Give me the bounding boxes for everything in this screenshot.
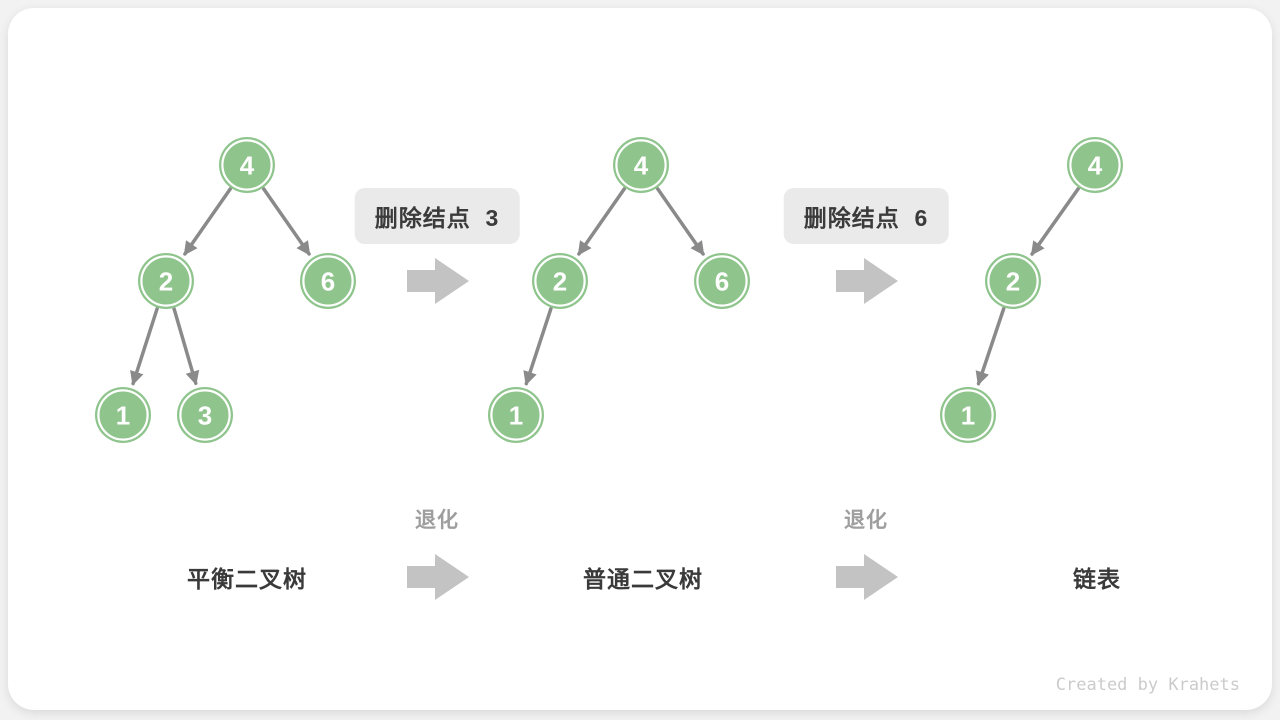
node-inner-ring	[97, 389, 149, 441]
linked-list-label: 链表	[1073, 566, 1121, 592]
tree-edge-arrow	[1030, 186, 1081, 256]
tree-node-6: 6	[694, 253, 750, 309]
diagram-card	[8, 8, 1272, 710]
tree-edge-arrow	[261, 187, 311, 256]
tree-edge-arrow	[655, 187, 705, 256]
tree-edge-arrow	[523, 306, 553, 386]
node-inner-ring	[179, 389, 231, 441]
tree-edge-arrow	[172, 307, 200, 386]
node-inner-ring	[615, 139, 667, 191]
node-inner-ring	[534, 255, 586, 307]
block-arrow-right-icon	[407, 554, 469, 600]
node-value: 2	[159, 266, 173, 296]
degenerate-label-2: 退化	[844, 509, 888, 532]
node-circle	[940, 387, 996, 443]
node-value: 6	[321, 266, 335, 296]
node-inner-ring	[490, 389, 542, 441]
tree-node-1: 1	[488, 387, 544, 443]
node-circle	[985, 253, 1041, 309]
node-inner-ring	[221, 139, 273, 191]
tree-edge-arrow	[577, 187, 627, 256]
node-value: 6	[715, 266, 729, 296]
tree-edge-arrow	[183, 187, 233, 256]
node-value: 4	[240, 150, 255, 180]
node-inner-ring	[302, 255, 354, 307]
block-arrow-right-icon	[836, 554, 898, 600]
tree-balanced-binary-tree: 4 2 6 1 3	[95, 137, 356, 443]
node-circle	[219, 137, 275, 193]
tree-node-2: 2	[532, 253, 588, 309]
node-value: 2	[553, 266, 567, 296]
tree-ordinary-binary-tree: 4 2 6 1	[488, 137, 750, 443]
node-circle	[300, 253, 356, 309]
node-value: 2	[1006, 266, 1020, 296]
balanced-binary-tree-label: 平衡二叉树	[187, 566, 307, 592]
tree-edge-arrow	[130, 306, 159, 386]
node-circle	[488, 387, 544, 443]
node-circle	[694, 253, 750, 309]
node-circle	[613, 137, 669, 193]
node-value: 4	[634, 150, 649, 180]
block-arrows-layer	[407, 258, 898, 600]
watermark-credit: Created by Krahets	[1055, 675, 1240, 695]
node-inner-ring	[696, 255, 748, 307]
tree-node-3: 3	[177, 387, 233, 443]
tree-node-2: 2	[985, 253, 1041, 309]
tree-linked-list: 4 2 1	[940, 137, 1123, 443]
node-circle	[138, 253, 194, 309]
tree-node-1: 1	[95, 387, 151, 443]
degenerate-label-1: 退化	[415, 509, 459, 532]
block-arrow-right-icon	[836, 258, 898, 304]
node-inner-ring	[1069, 139, 1121, 191]
node-inner-ring	[987, 255, 1039, 307]
node-circle	[1067, 137, 1123, 193]
tree-node-2: 2	[138, 253, 194, 309]
tree-node-4: 4	[219, 137, 275, 193]
node-value: 1	[116, 400, 130, 430]
tree-edge-arrow	[975, 306, 1006, 386]
tree-node-4: 4	[613, 137, 669, 193]
node-value: 1	[961, 400, 975, 430]
block-arrow-right-icon	[407, 258, 469, 304]
tree-node-6: 6	[300, 253, 356, 309]
node-circle	[95, 387, 151, 443]
tree-node-1: 1	[940, 387, 996, 443]
ordinary-binary-tree-label: 普通二叉树	[583, 566, 703, 592]
node-circle	[177, 387, 233, 443]
node-inner-ring	[140, 255, 192, 307]
node-value: 3	[198, 400, 212, 430]
node-circle	[532, 253, 588, 309]
node-value: 1	[509, 400, 523, 430]
delete-node-6-badge: 删除结点 6	[783, 188, 949, 244]
tree-node-4: 4	[1067, 137, 1123, 193]
trees-layer: 4 2 6 1 3 4 2 6 1 4 2 1	[95, 137, 1123, 443]
node-value: 4	[1088, 150, 1103, 180]
delete-node-3-badge: 删除结点 3	[354, 188, 520, 244]
node-inner-ring	[942, 389, 994, 441]
